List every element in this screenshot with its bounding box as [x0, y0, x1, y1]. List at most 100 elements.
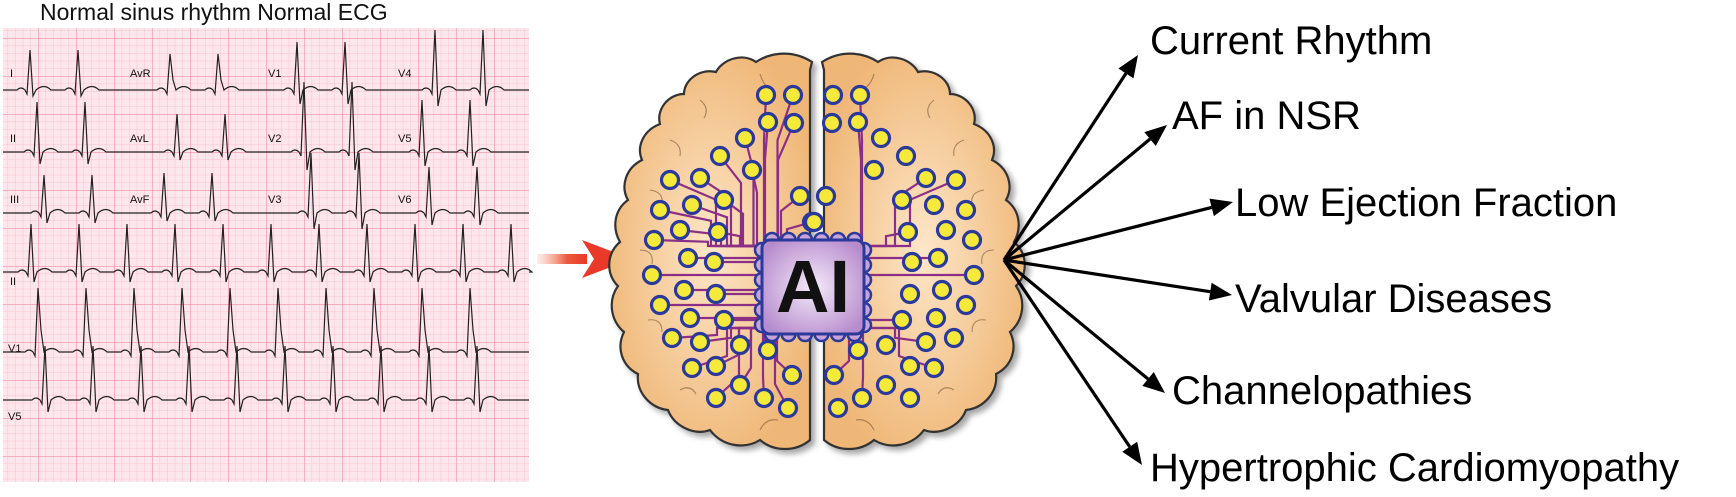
ecg-lead-label: V5 [398, 133, 411, 145]
circuit-node [673, 279, 695, 301]
circuit-node [875, 334, 897, 356]
ecg-lead-trace [3, 223, 534, 283]
circuit-node [705, 387, 727, 409]
ecg-lead-trace [3, 174, 132, 224]
circuit-node [851, 387, 873, 409]
circuit-node [755, 84, 777, 106]
ecg-lead-label: II [10, 276, 16, 288]
circuit-node [705, 355, 727, 377]
ecg-lead-trace [132, 113, 268, 161]
circuit-node [963, 264, 985, 286]
output-arrow-head [1208, 282, 1232, 301]
ecg-lead-trace [132, 53, 268, 97]
ecg-lead-label: V2 [268, 133, 281, 145]
circuit-node [827, 397, 849, 419]
output-arrow-line [1002, 259, 1132, 448]
circuit-node [847, 339, 869, 361]
circuit-node [677, 247, 699, 269]
ecg-lead-trace [3, 287, 529, 359]
circuit-node [870, 127, 892, 149]
output-label: Low Ejection Fraction [1235, 181, 1617, 225]
circuit-node [729, 374, 751, 396]
circuit-node [734, 127, 756, 149]
circuit-node [782, 84, 804, 106]
circuit-node [925, 307, 947, 329]
circuit-node [915, 167, 937, 189]
input-arrow [537, 240, 632, 278]
circuit-node [689, 167, 711, 189]
output-arrow-head [1144, 125, 1167, 146]
ecg-lead-label: AvL [130, 133, 149, 145]
circuit-node [891, 309, 913, 331]
circuit-node [895, 145, 917, 167]
circuit-node [803, 211, 825, 233]
ecg-lead-trace [395, 29, 529, 107]
circuit-node [961, 229, 983, 251]
ecg-lead-trace [3, 101, 132, 165]
output-arrow-line [1002, 72, 1128, 261]
ecg-lead-trace [132, 172, 268, 222]
output-arrow-head [1209, 198, 1233, 217]
output-arrow-head [1142, 372, 1165, 393]
ecg-lead-trace [3, 49, 132, 99]
circuit-node [915, 331, 937, 353]
circuit-node [943, 327, 965, 349]
output-label: AF in NSR [1172, 94, 1361, 138]
output-arrow-line [1002, 137, 1152, 262]
circuit-node [822, 84, 844, 106]
circuit-node [679, 307, 701, 329]
ecg-lead-trace [395, 99, 529, 167]
ecg-lead-trace [3, 345, 529, 413]
circuit-node [689, 331, 711, 353]
ecg-traces [3, 29, 534, 413]
circuit-node [899, 283, 921, 305]
circuit-node [757, 339, 779, 361]
ecg-lead-label: AvF [130, 194, 150, 206]
output-arrow-line [1002, 258, 1150, 381]
ecg-lead-label: V6 [398, 194, 411, 206]
ecg-lead-label: V3 [268, 194, 281, 206]
output-arrow-line [1003, 205, 1213, 262]
output-label: Hypertrophic Cardiomyopathy [1150, 446, 1679, 490]
ecg-lead-label: I [10, 68, 13, 80]
circuit-node [709, 145, 731, 167]
output-label: Current Rhythm [1150, 19, 1432, 63]
ecg-lead-label: V4 [398, 68, 411, 80]
ecg-lead-label: II [10, 133, 16, 145]
circuit-node [849, 84, 871, 106]
circuit-node [713, 309, 735, 331]
circuit-node [753, 387, 775, 409]
circuit-node [789, 185, 811, 207]
ai-chip: AI [753, 231, 873, 343]
ecg-lead-trace [268, 81, 395, 171]
circuit-node [847, 111, 869, 133]
circuit-node [661, 327, 683, 349]
circuit-node [863, 159, 885, 181]
circuit-node [681, 357, 703, 379]
circuit-node [641, 264, 663, 286]
brain-gyri [639, 73, 995, 431]
circuit-node [713, 189, 735, 211]
output-arrow-head [1118, 55, 1138, 79]
circuit-node [815, 185, 837, 207]
circuit-node [783, 112, 805, 134]
ecg-lead-label: V1 [8, 343, 21, 355]
circuit-node [923, 194, 945, 216]
circuit-node [781, 364, 803, 386]
ai-chip-label: AI [776, 245, 850, 328]
ecg-lead-trace [268, 152, 395, 230]
brain-illustration: AI [608, 52, 1026, 451]
circuit-node [875, 374, 897, 396]
circuit-node [649, 199, 671, 221]
circuit-node [899, 387, 921, 409]
circuit-node [923, 357, 945, 379]
circuit-node [659, 169, 681, 191]
ecg-lead-trace [395, 166, 529, 226]
circuit-node [741, 159, 763, 181]
ecg-lead-trace [268, 41, 395, 105]
circuit-node [729, 334, 751, 356]
circuit-nodes [641, 84, 985, 419]
output-label: Valvular Diseases [1235, 277, 1552, 321]
circuit-node [705, 283, 727, 305]
ecg-lead-label: V1 [268, 68, 281, 80]
